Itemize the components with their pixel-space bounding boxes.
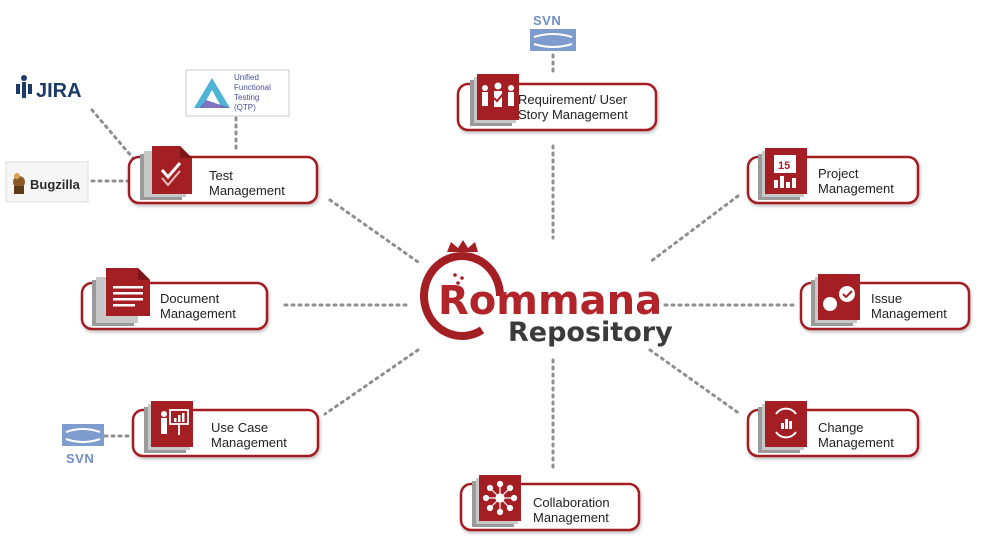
module-document[interactable]: Document Management <box>80 268 269 331</box>
bugzilla-label: Bugzilla <box>30 177 81 192</box>
module-project[interactable]: 15 Project Management <box>746 148 920 205</box>
pomegranate-arc-icon <box>420 251 504 340</box>
module-document-label-2: Management <box>160 306 236 321</box>
module-project-label-2: Management <box>818 181 894 196</box>
network-icon <box>482 480 518 516</box>
connector-change <box>648 348 742 416</box>
svn-bottom-logo: SVN <box>62 424 104 466</box>
qtp-label-1: Unified <box>234 73 259 82</box>
module-change-label-2: Management <box>818 435 894 450</box>
qtp-icon <box>194 78 230 108</box>
document-icon <box>106 268 150 316</box>
connector-test <box>328 198 420 264</box>
svn-bottom-label: SVN <box>66 451 94 466</box>
calendar-chart-icon: 15 <box>774 155 796 188</box>
module-test[interactable]: Test Management <box>127 146 319 205</box>
rommana-logo: Rommana Repository <box>420 240 673 348</box>
jira-logo: JIRA <box>16 75 82 102</box>
connectors <box>90 53 800 470</box>
pomegranate-crown-icon <box>447 240 478 252</box>
connector-project <box>648 194 740 264</box>
qtp-label-2: Functional <box>234 83 271 92</box>
bugzilla-logo: Bugzilla <box>5 161 89 203</box>
module-project-label-1: Project <box>818 166 859 181</box>
logo-subtitle: Repository <box>508 317 673 348</box>
module-usecase-label-1: Use Case <box>211 420 268 435</box>
chat-check-icon <box>823 286 855 311</box>
module-requirement[interactable]: Requirement/ User Story Management <box>456 74 658 132</box>
qtp-label-3: Testing <box>234 93 259 102</box>
jira-label: JIRA <box>36 80 82 102</box>
qtp-logo: Unified Functional Testing (QTP) <box>185 69 290 117</box>
module-change[interactable]: Change Management <box>746 401 920 458</box>
cycle-chart-icon <box>775 407 797 439</box>
people-check-icon <box>482 82 514 107</box>
connector-jira <box>90 108 140 166</box>
module-change-label-1: Change <box>818 420 864 435</box>
module-collaboration-label-2: Management <box>533 510 609 525</box>
module-test-label-2: Management <box>209 183 285 198</box>
module-issue[interactable]: Issue Management <box>799 274 971 331</box>
module-requirement-label-2: Story Management <box>518 107 628 122</box>
module-collaboration-label-1: Collaboration <box>533 495 610 510</box>
bug-mascot-icon <box>13 173 25 194</box>
module-usecase-label-2: Management <box>211 435 287 450</box>
checklist-icon <box>152 146 192 194</box>
jira-icon <box>16 75 32 98</box>
presenter-icon <box>161 409 189 435</box>
module-document-label-1: Document <box>160 291 220 306</box>
logo-title: Rommana <box>438 278 662 324</box>
module-requirement-label-1: Requirement/ User <box>518 92 628 107</box>
svn-top-label: SVN <box>533 13 561 28</box>
qtp-label-4: (QTP) <box>234 103 256 112</box>
connector-usecase <box>323 348 420 416</box>
module-collaboration[interactable]: Collaboration Management <box>459 475 641 532</box>
svg-text:15: 15 <box>778 160 790 172</box>
module-issue-label-1: Issue <box>871 291 902 306</box>
module-test-label-1: Test <box>209 168 233 183</box>
module-issue-label-2: Management <box>871 306 947 321</box>
module-usecase[interactable]: Use Case Management <box>131 401 320 458</box>
svn-top-logo: SVN <box>530 13 576 51</box>
